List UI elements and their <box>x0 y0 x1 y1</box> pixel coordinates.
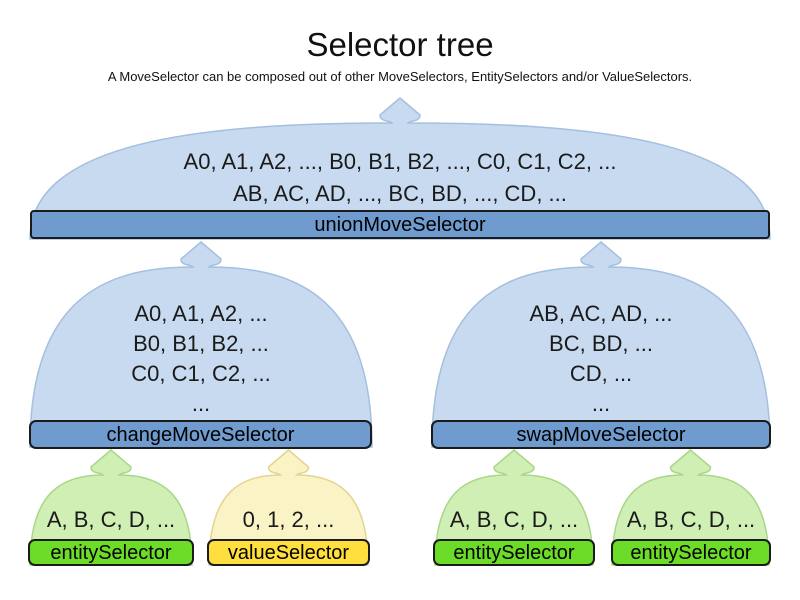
value-selector-bar: valueSelector <box>207 539 370 566</box>
entity-right-cloud-content: A, B, C, D, ... <box>626 507 756 532</box>
union-move-selector-bar: unionMoveSelector <box>30 210 770 239</box>
change-cloud-content: A0, A1, A2, ... B0, B1, B2, ... C0, C1, … <box>30 299 372 419</box>
entity-mid-cloud-content: A, B, C, D, ... <box>449 507 579 532</box>
union-cloud-shape <box>29 97 771 240</box>
swap-line-2: BC, BD, ... <box>549 331 653 356</box>
union-line-2: AB, AC, AD, ..., BC, BD, ..., CD, ... <box>233 181 567 206</box>
entity-left-cloud-shape <box>29 449 193 566</box>
entity-mid-cloud-shape <box>434 449 594 566</box>
change-line-2: B0, B1, B2, ... <box>133 331 269 356</box>
change-line-4: ... <box>191 391 211 416</box>
swap-move-selector-bar: swapMoveSelector <box>431 420 771 449</box>
value-left-cloud-content: 0, 1, 2, ... <box>242 507 335 532</box>
change-move-selector-bar: changeMoveSelector <box>29 420 372 449</box>
swap-cloud-content: AB, AC, AD, ... BC, BD, ... CD, ... ... <box>431 299 771 419</box>
union-line-1: A0, A1, A2, ..., B0, B1, B2, ..., C0, C1… <box>183 149 617 174</box>
page-title: Selector tree <box>306 26 494 63</box>
swap-line-3: CD, ... <box>569 361 633 386</box>
swap-line-4: ... <box>591 391 611 416</box>
union-cloud-content: A0, A1, A2, ..., B0, B1, B2, ..., C0, C1… <box>30 146 770 210</box>
entity-selector-right-bar: entitySelector <box>611 539 771 566</box>
value-left-cloud-shape <box>208 449 369 566</box>
entity-selector-mid-bar: entitySelector <box>433 539 595 566</box>
change-line-1: A0, A1, A2, ... <box>134 301 268 326</box>
entity-left-cloud-content: A, B, C, D, ... <box>46 507 176 532</box>
swap-line-1: AB, AC, AD, ... <box>529 301 673 326</box>
entity-right-cloud-shape <box>611 449 770 566</box>
change-line-3: C0, C1, C2, ... <box>131 361 271 386</box>
page-subtitle: A MoveSelector can be composed out of ot… <box>107 69 693 84</box>
change-cloud-shape <box>29 241 373 448</box>
entity-selector-left-bar: entitySelector <box>28 539 194 566</box>
swap-cloud-shape <box>431 241 771 448</box>
